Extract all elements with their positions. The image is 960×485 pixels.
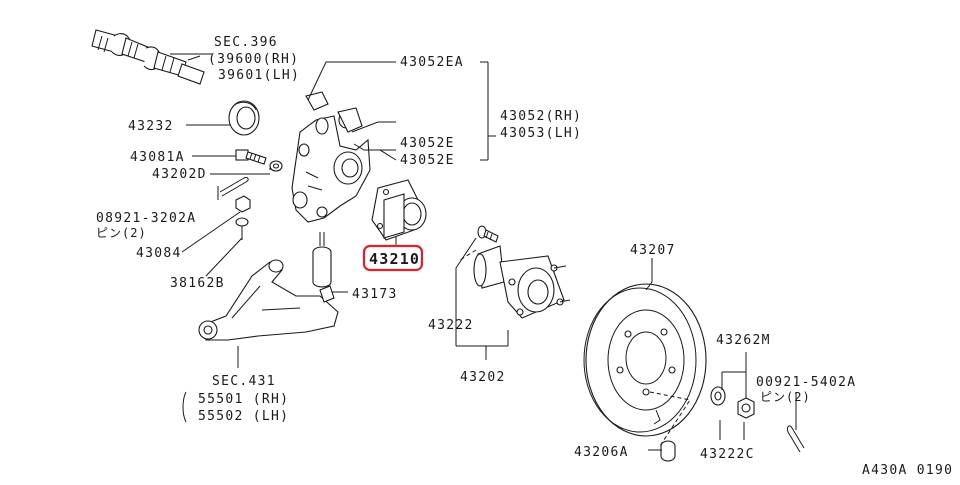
cotter-pin-00921-part[interactable] <box>787 425 805 453</box>
label-43052-rh: 43052(RH) <box>500 109 582 124</box>
nut-43084-part[interactable] <box>235 195 251 240</box>
nut-43222c-part[interactable] <box>710 386 726 406</box>
label-sec396-lh: 39601(LH) <box>218 68 300 83</box>
knuckle-43052-part[interactable] <box>291 91 371 223</box>
nut-43262m-part[interactable] <box>737 397 755 419</box>
label-43053-lh: 43053(LH) <box>500 126 582 141</box>
part-labels: SEC.396 (39600(RH) 39601(LH) 43052EA 430… <box>96 35 953 478</box>
label-00921-5402a: 00921-5402A <box>756 375 856 390</box>
sec431-bracket <box>182 391 187 423</box>
label-43262m: 43262M <box>716 333 771 348</box>
disc-rotor-43207-part[interactable] <box>583 283 707 437</box>
bolt-43206a-part[interactable] <box>660 440 676 462</box>
label-43206a: 43206A <box>574 445 629 460</box>
figure-code: A430A 0190 <box>862 463 953 478</box>
bushing-43173-part[interactable] <box>312 232 332 288</box>
label-sec431-lh: 55502 (LH) <box>198 409 289 424</box>
hub-bolt-43222-part[interactable] <box>477 225 499 243</box>
label-08921-pin: ピン(2) <box>96 226 147 240</box>
drive-shaft-part[interactable] <box>91 29 205 85</box>
lower-arm-part[interactable] <box>198 259 339 341</box>
label-43210: 43210 <box>369 250 420 268</box>
label-43232: 43232 <box>128 119 174 134</box>
label-43202d: 43202D <box>152 167 207 182</box>
label-sec431-rh: 55501 (RH) <box>198 392 289 407</box>
label-43052e-lower: 43052E <box>400 153 455 168</box>
hub-43202-part[interactable] <box>473 245 571 319</box>
seal-43232-part[interactable] <box>228 100 260 136</box>
label-43173: 43173 <box>352 287 398 302</box>
label-sec431-title: SEC.431 <box>212 374 276 389</box>
highlight-43210-callout[interactable]: 43210 <box>362 244 424 272</box>
label-00921-pin: ピン(2) <box>760 390 811 404</box>
highlight-box <box>362 244 424 272</box>
label-43222: 43222 <box>428 318 474 333</box>
bearing-43210-part[interactable] <box>371 179 427 241</box>
label-43052e-upper: 43052E <box>400 136 455 151</box>
label-43052ea: 43052EA <box>400 55 464 70</box>
label-43207: 43207 <box>630 243 676 258</box>
bolt-43081a-part[interactable] <box>235 149 283 172</box>
label-08921-3202a: 08921-3202A <box>96 211 196 226</box>
leader-lines <box>170 53 797 451</box>
label-43084: 43084 <box>136 246 182 261</box>
label-sec396-rh: (39600(RH) <box>208 52 299 67</box>
label-43222c: 43222C <box>700 447 755 462</box>
label-43202: 43202 <box>460 370 506 385</box>
label-sec396-title: SEC.396 <box>214 35 278 50</box>
label-43081a: 43081A <box>130 150 185 165</box>
cotter-pin-08921-part[interactable] <box>219 177 249 197</box>
label-38162b: 38162B <box>170 276 225 291</box>
